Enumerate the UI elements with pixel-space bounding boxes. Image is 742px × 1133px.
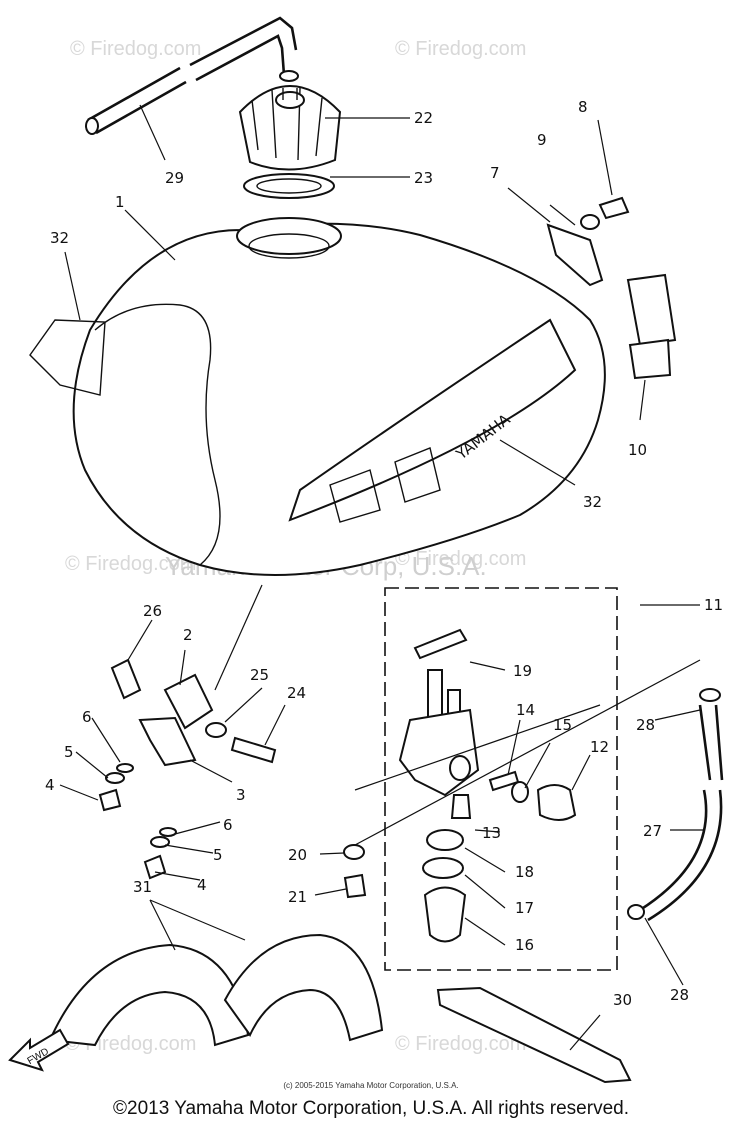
part-label-10: 10 (628, 441, 647, 459)
part-label-8: 8 (578, 98, 588, 116)
part-label-27: 27 (643, 822, 662, 840)
washer-5 (105, 772, 125, 784)
washer-6 (116, 763, 134, 773)
part-label-19: 19 (513, 662, 532, 680)
part-label-17: 17 (515, 899, 534, 917)
washer-5 (150, 836, 170, 848)
footer-copyright: ©2013 Yamaha Motor Corporation, U.S.A. A… (113, 1098, 629, 1119)
part-label-31: 31 (133, 878, 152, 896)
part-label-16: 16 (515, 936, 534, 954)
clip-28 (699, 688, 721, 702)
washer-25 (205, 722, 227, 738)
fuel-cock-body (398, 669, 480, 797)
part-label-4: 4 (45, 776, 55, 794)
small-copyright: (c) 2005-2015 Yamaha Motor Corporation, … (283, 1081, 459, 1090)
fuel-tank-1: YAMAHA (29, 217, 606, 576)
part-label-6: 6 (82, 708, 92, 726)
filter-19 (413, 628, 468, 660)
part-label-29: 29 (165, 169, 184, 187)
part-label-23: 23 (414, 169, 433, 187)
o-ring-17 (422, 857, 464, 879)
part-label-20: 20 (288, 846, 307, 864)
part-label-18: 18 (515, 863, 534, 881)
part-label-24: 24 (287, 684, 306, 702)
part-label-7: 7 (490, 164, 500, 182)
part-13 (450, 794, 472, 819)
part-label-1: 1 (115, 193, 125, 211)
part-labels: 1 2 3 4 4 5 5 6 6 7 8 9 10 11 12 13 14 1… (45, 98, 723, 1009)
part-label-32: 32 (50, 229, 69, 247)
lever-12 (536, 784, 577, 821)
part-label-4: 4 (197, 876, 207, 894)
fwd-arrow: FWD (8, 1028, 70, 1072)
part-label-9: 9 (537, 131, 547, 149)
o-ring-15 (511, 781, 529, 803)
gasket-18 (426, 829, 464, 851)
part-label-28: 28 (636, 716, 655, 734)
damper-10 (626, 273, 677, 380)
bracket-3 (138, 716, 197, 767)
part-label-28: 28 (670, 986, 689, 1004)
part-label-5: 5 (213, 846, 223, 864)
watermark-site: © Firedog.com (395, 548, 526, 570)
breather-hose-29 (85, 16, 299, 135)
part-label-26: 26 (143, 602, 162, 620)
watermark-site: © Firedog.com (395, 38, 526, 60)
guard-30 (436, 986, 632, 1084)
watermark-site: © Firedog.com (70, 38, 201, 60)
part-label-25: 25 (250, 666, 269, 684)
bolt-8 (598, 196, 630, 220)
part-label-3: 3 (236, 786, 246, 804)
part-label-30: 30 (613, 991, 632, 1009)
cap-gasket-23 (243, 173, 335, 199)
bolt-21 (343, 873, 367, 899)
part-label-14: 14 (516, 701, 535, 719)
part-label-22: 22 (414, 109, 433, 127)
part-label-6: 6 (223, 816, 233, 834)
leader-lines (59, 104, 705, 1051)
washer-9 (580, 214, 600, 230)
part-label-5: 5 (64, 743, 74, 761)
part-label-15: 15 (553, 716, 572, 734)
bolt-24 (230, 736, 277, 764)
watermark-site: © Firedog.com (65, 553, 196, 575)
part-label-11: 11 (704, 596, 723, 614)
part-label-13: 13 (482, 824, 501, 842)
part-label-2: 2 (183, 626, 193, 644)
fuel-cap-22 (238, 85, 342, 171)
damper-2 (163, 673, 214, 730)
clip-28 (627, 904, 645, 920)
fuel-hose-27 (639, 704, 724, 922)
washer-6 (159, 827, 177, 837)
watermark-site: © Firedog.com (395, 1033, 526, 1055)
washer-20 (343, 844, 365, 860)
protectors-31 (48, 933, 384, 1047)
fuel-cock-assembly-box-11 (384, 587, 618, 971)
bolt-4 (98, 788, 122, 812)
part-label-12: 12 (590, 738, 609, 756)
part-label-21: 21 (288, 888, 307, 906)
bolt-4 (143, 854, 167, 880)
part-label-32: 32 (583, 493, 602, 511)
cup-16 (423, 886, 467, 943)
tank-bracket-7 (546, 223, 604, 287)
spacer-26 (110, 658, 142, 700)
